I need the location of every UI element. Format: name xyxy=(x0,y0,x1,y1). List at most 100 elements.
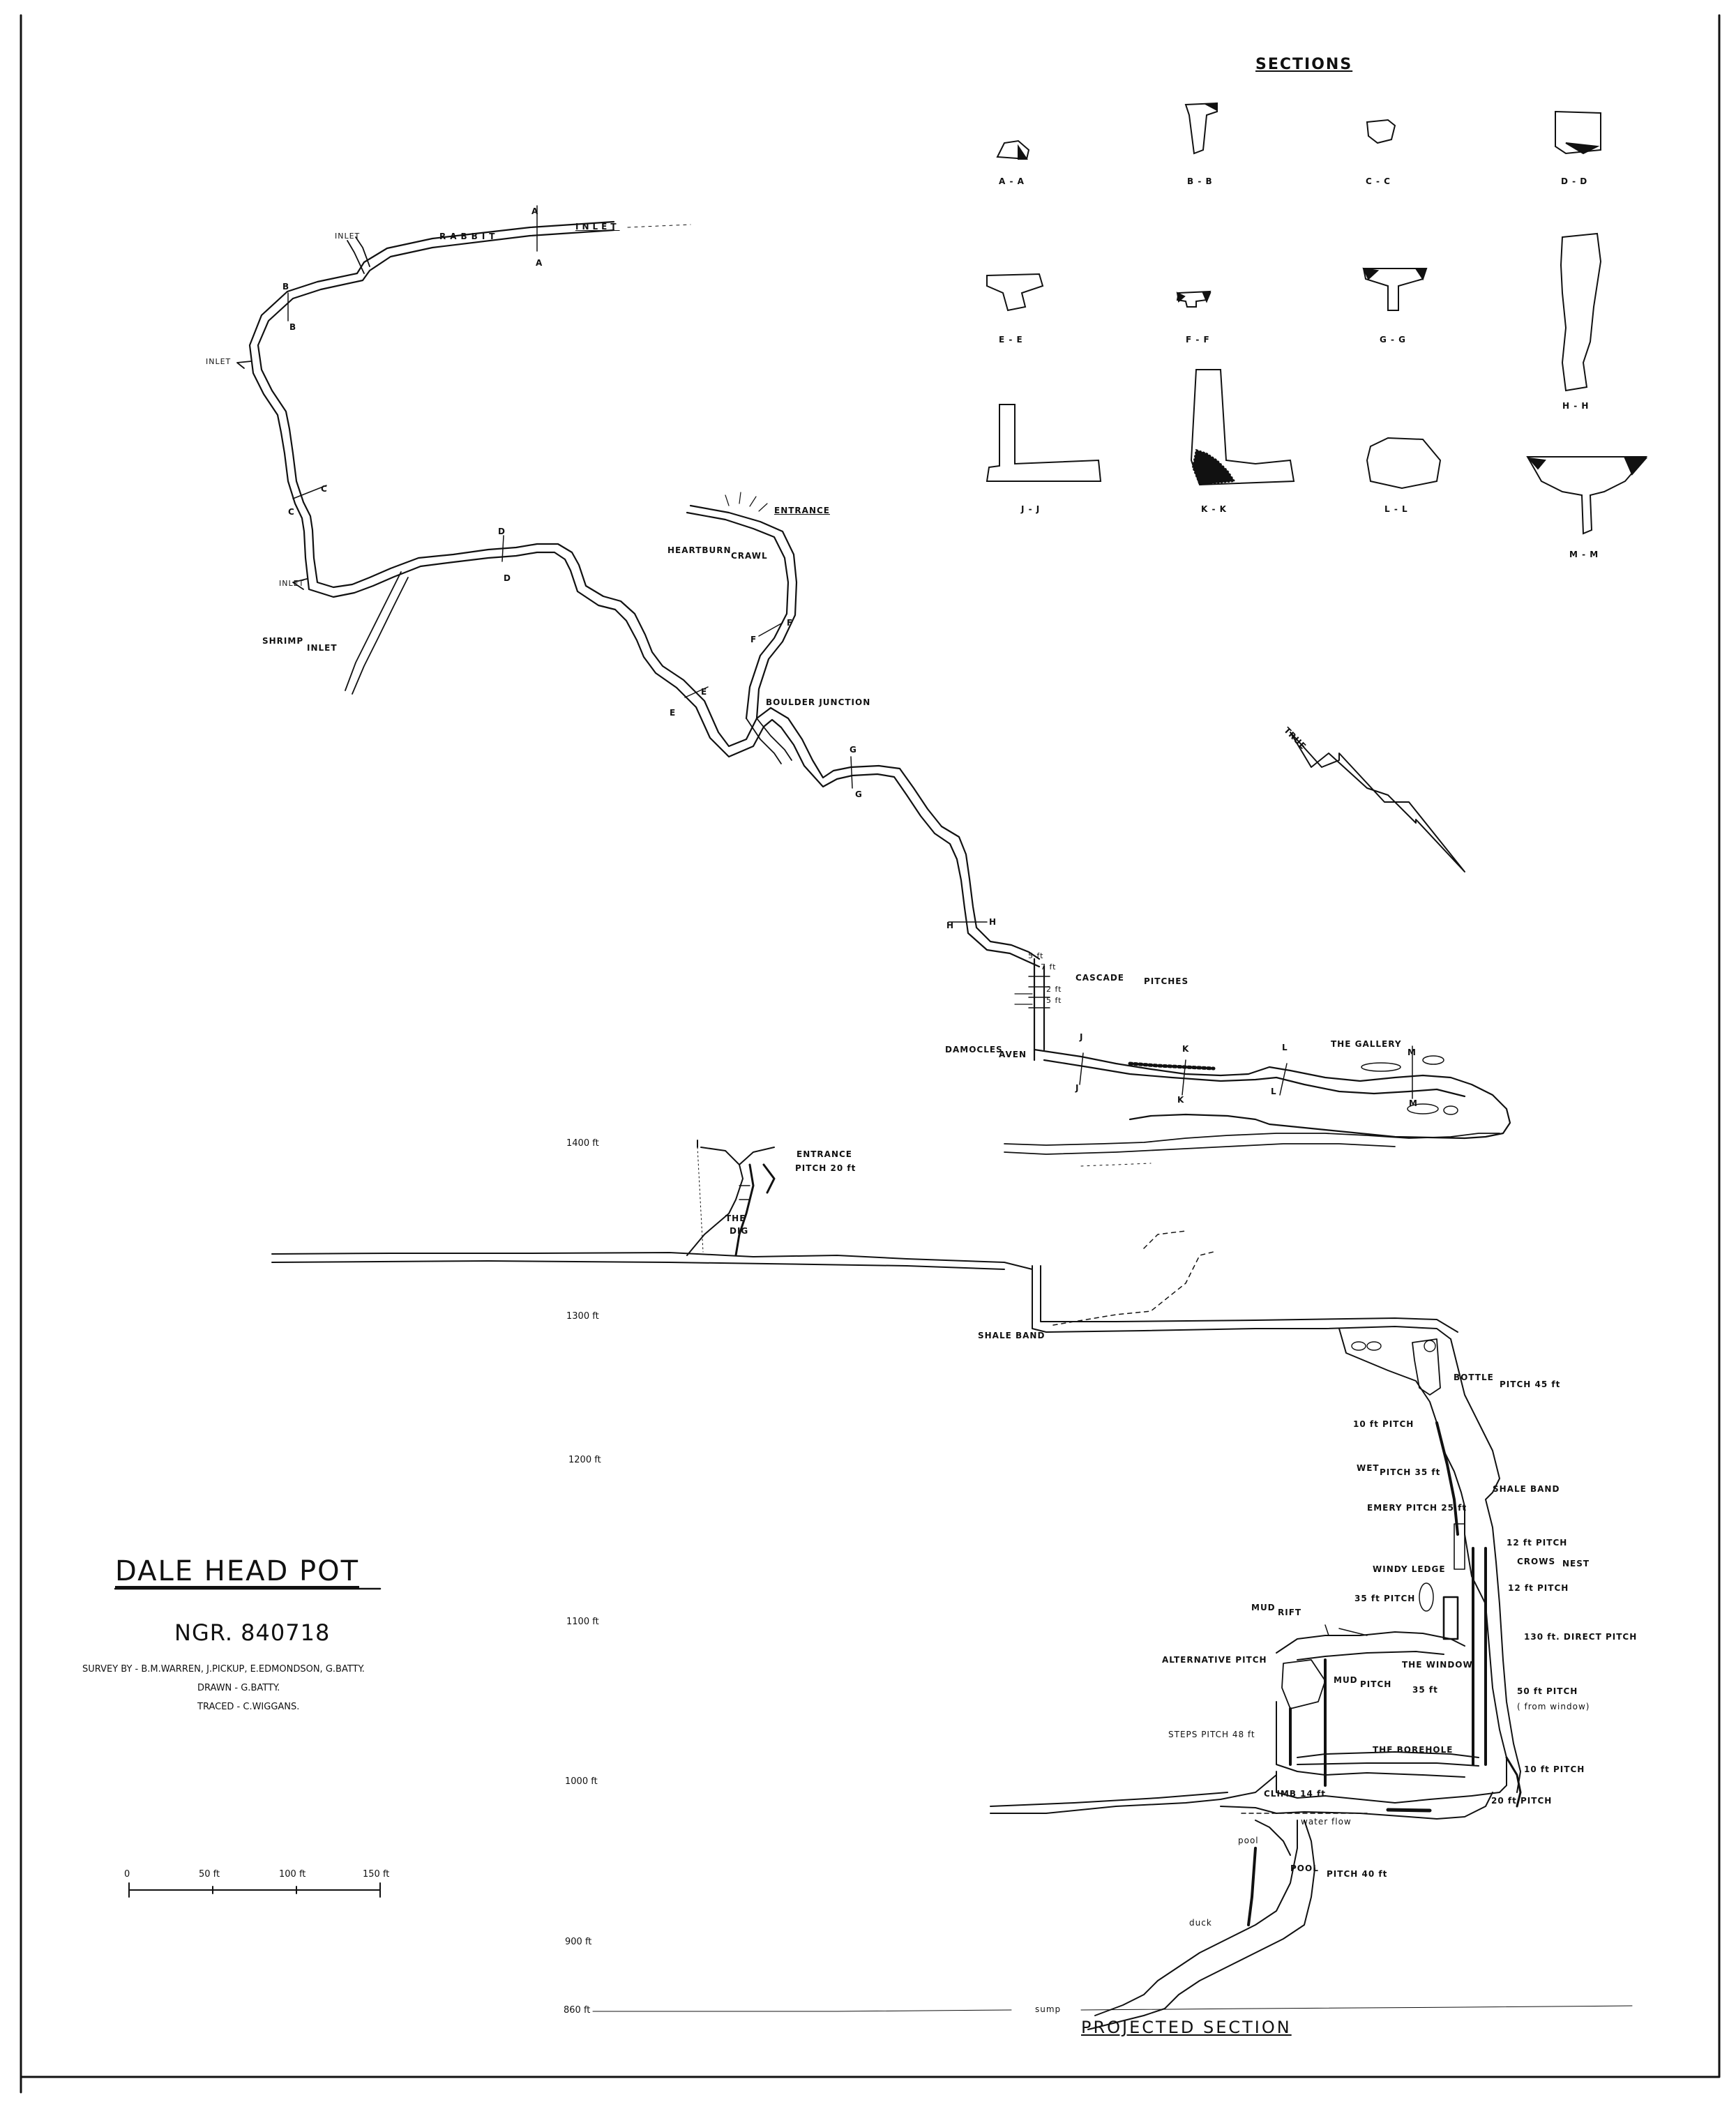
cut-letter-e1: E xyxy=(701,687,708,697)
section-k-boulders xyxy=(1191,448,1236,486)
rabbit-inlet-label: INLET xyxy=(575,222,620,232)
depth-860: 860 ft xyxy=(564,2005,591,2016)
gallery-boulders xyxy=(1128,1061,1216,1071)
mud-pitch-label-2: PITCH xyxy=(1360,1679,1392,1689)
rabbit-inlet-faint xyxy=(627,224,691,228)
cascade-5ft-label: 5 ft xyxy=(1028,951,1044,960)
cut-letter-m1: M xyxy=(1407,1048,1417,1057)
boulder-junction-label: BOULDER JUNCTION xyxy=(766,697,871,707)
section-label-c: C - C xyxy=(1366,176,1391,186)
cascade-7ft-label: 7 ft xyxy=(1041,962,1057,972)
rabbit-label: RABBIT xyxy=(439,232,499,241)
crawl-label: CRAWL xyxy=(731,551,768,561)
alternative-pitch-label: ALTERNATIVE PITCH xyxy=(1162,1655,1267,1665)
section-cut-lines xyxy=(287,205,1413,1099)
pitches-label: PITCHES xyxy=(1144,976,1189,986)
gallery-passage xyxy=(1033,1048,1511,1140)
cut-letter-b2: B xyxy=(289,322,297,332)
cut-letter-m2: M xyxy=(1409,1098,1418,1108)
wet-pitch-label: WET xyxy=(1357,1463,1380,1473)
cut-letter-b1: B xyxy=(282,282,290,292)
the-gallery-label: THE GALLERY xyxy=(1331,1039,1402,1049)
inlet-label-1: INLET xyxy=(335,232,361,241)
section-label-m: M - M xyxy=(1569,550,1599,559)
ten-ft-pitch-label-2: 10 ft PITCH xyxy=(1524,1764,1585,1774)
traced-credit: TRACED - C.WIGGANS. xyxy=(197,1702,300,1712)
alternative-pitch-shape xyxy=(1281,1659,1326,1709)
depth-1300: 1300 ft xyxy=(566,1311,599,1322)
cascade-2ft-label: 2 ft xyxy=(1046,985,1062,994)
inlet-3 xyxy=(292,578,308,590)
section-label-j: J - J xyxy=(1021,504,1041,514)
windy-ledge-label: WINDY LEDGE xyxy=(1373,1564,1446,1574)
shrimp-label: SHRIMP xyxy=(262,636,304,646)
surface-line xyxy=(271,1252,1033,1270)
depth-900: 900 ft xyxy=(565,1937,592,1947)
section-l xyxy=(1366,437,1442,490)
cut-letter-k1: K xyxy=(1182,1044,1190,1054)
deep-series-outline xyxy=(1276,1328,1521,1804)
wet-pitch-wall xyxy=(1435,1421,1459,1536)
section-label-a: A - A xyxy=(999,176,1025,186)
twenty-ft-pitch-label: 20 ft PITCH xyxy=(1491,1796,1553,1806)
cut-letter-h1: H xyxy=(946,921,955,930)
section-c xyxy=(1366,119,1396,144)
grid-reference: NGR. 840718 xyxy=(174,1619,331,1646)
entrance-shaft xyxy=(686,1140,775,1256)
section-h xyxy=(1560,232,1602,392)
steps-pitch-label: STEPS PITCH 48 ft xyxy=(1168,1730,1255,1739)
section-label-k: K - K xyxy=(1201,504,1227,514)
gallery-lower xyxy=(1004,1133,1500,1155)
cut-letter-l1: L xyxy=(1282,1043,1288,1052)
cut-letter-j1: J xyxy=(1080,1032,1084,1042)
shrimp-inlet-label: INLET xyxy=(307,643,338,653)
scale-100: 100 ft xyxy=(279,1869,306,1880)
mud-rift-label: MUD xyxy=(1251,1603,1276,1612)
section-label-g: G - G xyxy=(1380,335,1407,345)
plan-main-passage xyxy=(248,220,1041,968)
lower-series xyxy=(990,1774,1493,2030)
entrance-sunburst xyxy=(725,492,768,512)
cut-letter-l2: L xyxy=(1271,1087,1277,1096)
bottle-pitch-label: BOTTLE xyxy=(1454,1373,1494,1382)
depth-1400: 1400 ft xyxy=(566,1138,599,1149)
scale-50: 50 ft xyxy=(199,1869,220,1880)
section-label-h: H - H xyxy=(1562,401,1590,411)
climb-label: CLIMB 14 ft xyxy=(1264,1789,1327,1799)
drawn-credit: DRAWN - G.BATTY. xyxy=(197,1683,280,1693)
cut-letter-e2: E xyxy=(670,708,677,718)
mud-pitch-label: MUD xyxy=(1334,1675,1358,1685)
direct-pitch-wall xyxy=(1472,1547,1487,1766)
scale-0: 0 xyxy=(124,1869,130,1880)
sections-title: SECTIONS xyxy=(1255,56,1353,73)
depth-1100: 1100 ft xyxy=(566,1617,599,1627)
cut-letter-j2: J xyxy=(1075,1083,1080,1093)
pool-pitch-label: POOL xyxy=(1290,1864,1319,1873)
mud-rift xyxy=(1324,1624,1368,1636)
borehole xyxy=(1297,1751,1479,1767)
nest-label: NEST xyxy=(1562,1559,1590,1568)
sump-label: sump xyxy=(1035,2004,1062,2014)
pool-pitch-wall xyxy=(1247,1847,1257,1926)
cascade-pitches-passage xyxy=(1033,958,1046,1061)
cut-letter-f2: F xyxy=(750,635,757,644)
from-window-label: ( from window) xyxy=(1517,1702,1590,1711)
the-dig-label-2: DIG xyxy=(730,1226,749,1236)
mud-pitch-label-3: 35 ft xyxy=(1412,1685,1438,1695)
cut-letter-g2: G xyxy=(855,789,863,799)
cut-letter-g1: G xyxy=(850,745,857,755)
cut-letter-d2: D xyxy=(504,573,511,583)
section-label-b: B - B xyxy=(1187,176,1213,186)
twelve-ft-pitch-label-1: 12 ft PITCH xyxy=(1507,1538,1568,1548)
mud-rift-label-2: RIFT xyxy=(1278,1608,1302,1617)
cross-sections xyxy=(986,102,1648,535)
pool-label: pool xyxy=(1238,1836,1259,1845)
dashed-upper xyxy=(1052,1230,1214,1326)
cut-letter-c1: C xyxy=(321,484,328,494)
inlet-2 xyxy=(236,361,252,369)
inlet-label-3: INLET xyxy=(279,579,305,588)
thirtyfive-ft-pitch-label: 35 ft PITCH xyxy=(1354,1594,1416,1603)
shale-band-label-2: SHALE BAND xyxy=(1493,1484,1560,1494)
